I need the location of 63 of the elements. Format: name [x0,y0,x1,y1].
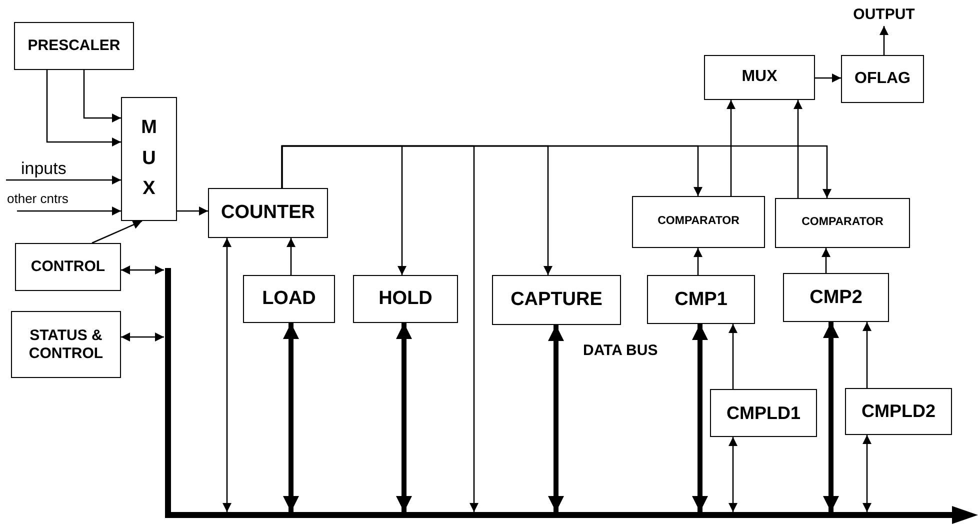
box-label: CONTROL [30,258,106,276]
box-label: PRESCALER [28,37,120,55]
arrow [862,435,872,512]
load-box [243,275,335,323]
box-label: MUX [742,68,778,87]
capture-box [492,275,621,325]
arrow [692,324,708,512]
arrow [286,238,296,275]
arrow [822,248,830,273]
arrow [728,324,738,389]
arrow [396,323,412,512]
bus-label: DATA BUS [583,342,658,359]
box-label: CAPTURE [510,289,602,311]
arrow [794,100,802,198]
control-box [15,243,121,291]
counter-box [208,188,328,238]
box-label: COMPARATOR [802,216,884,230]
box-label: M U X [140,116,158,202]
cmpld-box [710,389,817,437]
box-label: COUNTER [221,202,315,224]
data-bus-arrow [165,506,978,524]
box-label: COMPARATOR [658,215,740,229]
box-label: LOAD [262,288,316,310]
arrow [726,100,736,196]
oflag-box [841,55,924,103]
prescaler-box [14,22,134,70]
box-label: HOLD [378,288,432,310]
arrow [222,238,232,512]
cmp-box [647,275,755,324]
edge-label: other cntrs [6,192,70,205]
arrow [283,323,299,512]
mux-box [704,55,815,100]
arrow [548,325,564,512]
arrow [728,437,738,512]
comparator-box [775,198,910,248]
hold-box [353,275,458,323]
arrow [823,322,839,512]
arrow [694,248,702,275]
arrow [46,70,121,146]
box-label: CMPLD1 [726,402,800,424]
comparator-box [632,196,765,248]
status-control-box [11,311,121,378]
box-label: OFLAG [854,70,910,88]
edge-label: inputs [20,160,68,177]
output-text: OUTPUT [852,4,916,26]
arrow [83,70,121,122]
arrow [6,176,121,184]
box-label: CMP1 [674,288,728,310]
arrow [177,206,208,216]
arrow [92,220,142,244]
arrow [281,145,832,198]
cmpld-box [845,388,952,435]
box-label: CMP2 [810,286,862,308]
cmp-box [783,273,889,322]
mux-box [121,97,177,221]
box-label: CMPLD2 [861,401,936,422]
arrow [862,322,872,388]
arrow [880,26,888,55]
arrow [17,206,121,216]
arrow [121,332,164,342]
arrow [815,74,841,82]
arrow [121,266,164,274]
box-label: STATUS & CONTROL [28,327,104,362]
